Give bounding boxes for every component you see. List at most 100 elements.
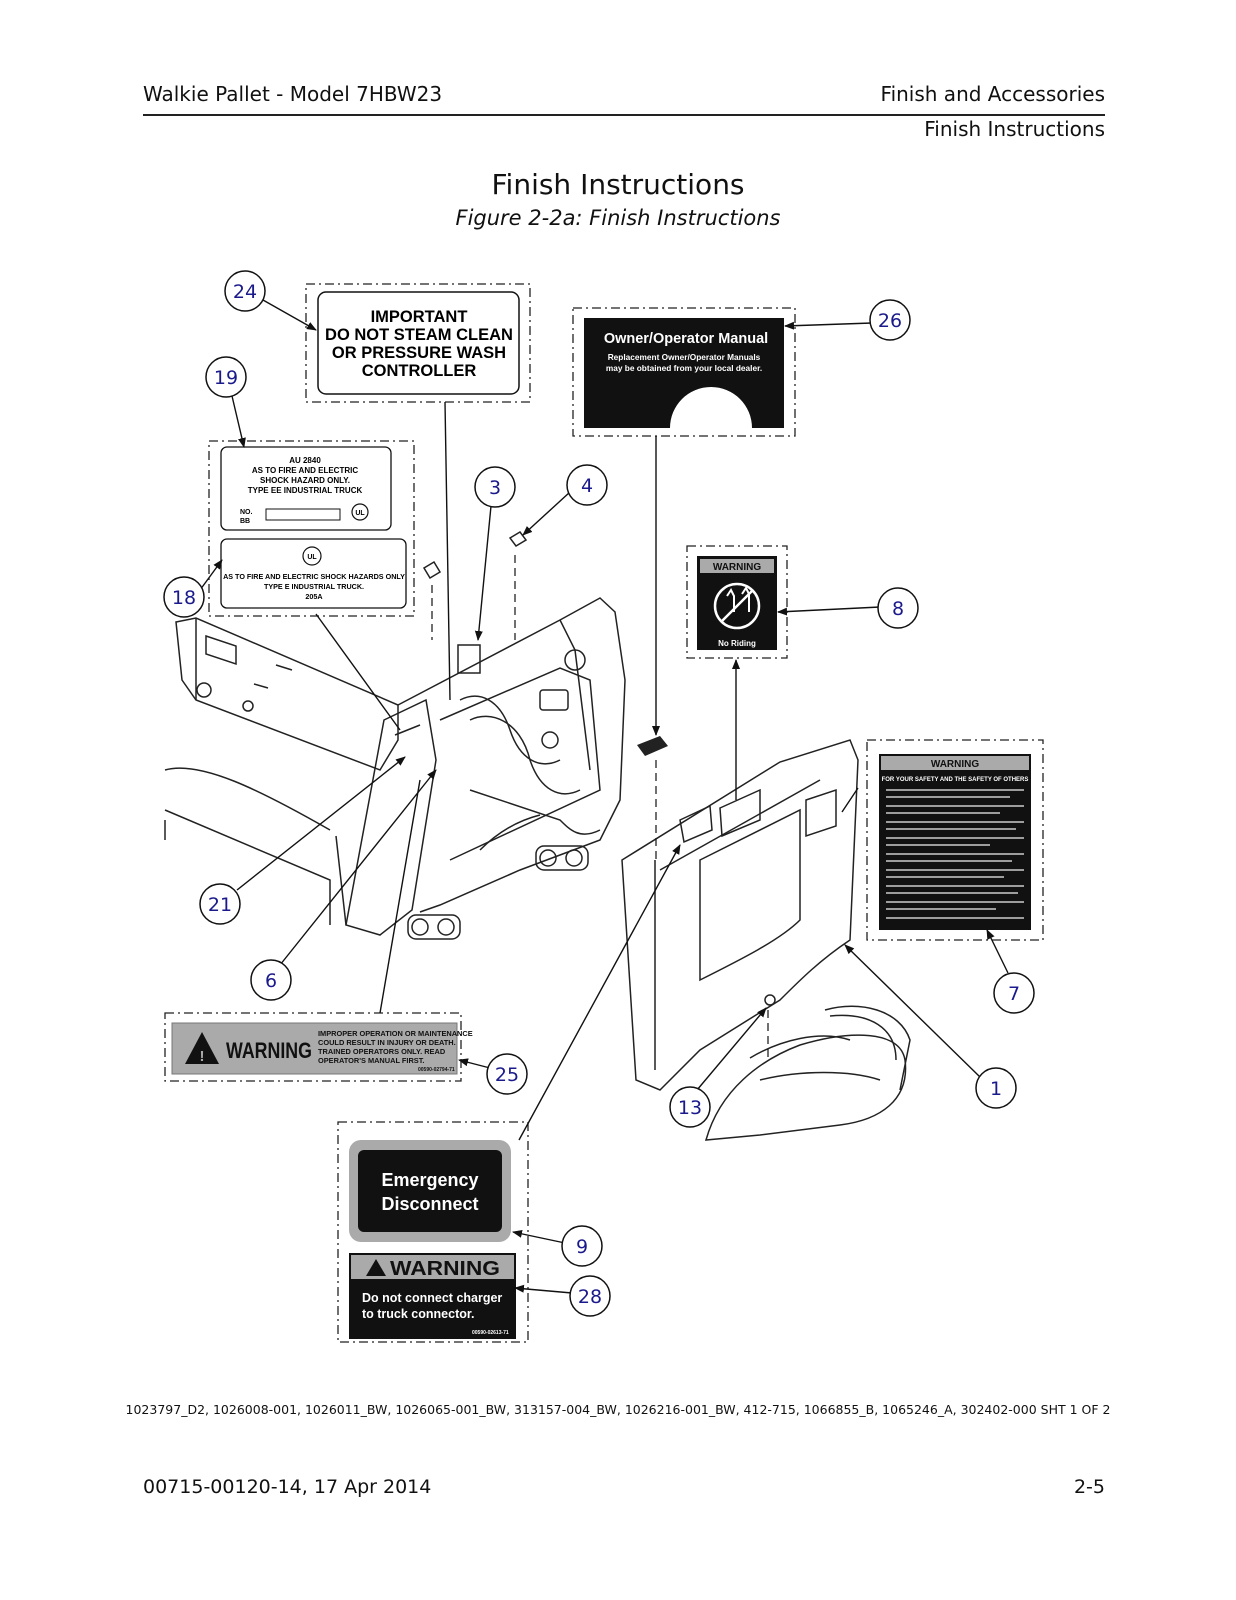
cover-drawing: [621, 739, 911, 1141]
callout-7: 7: [1008, 983, 1020, 1005]
leader-19-placement: [315, 613, 401, 731]
callout-24: 24: [233, 281, 257, 303]
charger-code: 00590-02613-71: [472, 1330, 509, 1336]
reference-numbers: 1023797_D2, 1026008-001, 1026011_BW, 102…: [125, 1402, 1111, 1417]
subsection-title: Finish Instructions: [924, 117, 1105, 141]
ul2-line-1: AS TO FIRE AND ELECTRIC SHOCK HAZARDS ON…: [223, 572, 405, 581]
leader-4: [522, 491, 571, 536]
warn25-line-1: IMPROPER OPERATION OR MAINTENANCE: [318, 1029, 473, 1038]
leader-19: [231, 395, 246, 448]
ul1-bb: BB: [240, 518, 250, 525]
callout-13: 13: [678, 1097, 702, 1119]
ul2-line-3: 205A: [305, 592, 322, 601]
no-riding-icon: [713, 582, 761, 630]
decal-8-frame: [686, 545, 788, 659]
warn7-head: FOR YOUR SAFETY AND THE SAFETY OF OTHERS: [882, 777, 1029, 783]
warn25-line-3: TRAINED OPERATORS ONLY. READ: [318, 1047, 446, 1056]
charger-line-2: to truck connector.: [362, 1307, 475, 1321]
warn25-line-4: OPERATOR'S MANUAL FIRST.: [318, 1056, 424, 1065]
decal-emergency-disconnect: Emergency Disconnect: [349, 1140, 511, 1242]
leader-24: [262, 299, 317, 331]
callout-9: 9: [576, 1236, 588, 1258]
decal-7-frame: [866, 739, 1044, 941]
emergency-line-1: Emergency: [381, 1170, 478, 1190]
ul2-line-2: TYPE E INDUSTRIAL TRUCK.: [264, 582, 364, 591]
manual-text-1: Replacement Owner/Operator Manuals: [608, 352, 761, 362]
callout-28: 28: [578, 1286, 602, 1308]
charger-line-1: Do not connect charger: [362, 1291, 502, 1305]
callout-6: 6: [265, 970, 277, 992]
important-line-3: OR PRESSURE WASH: [332, 344, 506, 362]
decal-26-frame: [572, 307, 796, 437]
callout-25: 25: [495, 1064, 519, 1086]
leader-26: [784, 321, 873, 330]
leader-25: [458, 1058, 491, 1069]
leader-7-placement: [841, 787, 859, 813]
svg-text:UL: UL: [307, 554, 317, 561]
header-rule: [143, 114, 1105, 116]
decal-25-frame: [164, 1012, 462, 1082]
leader-13: [696, 1007, 767, 1091]
leader-25-placement: [379, 779, 421, 1014]
warn25-title: WARNING: [226, 1038, 312, 1063]
important-line-2: DO NOT STEAM CLEAN: [325, 326, 513, 344]
leader-24-placement: [444, 401, 451, 701]
page-number: 2-5: [1073, 1476, 1105, 1498]
decal-charger-warning: WARNING Do not connect charger to truck …: [349, 1253, 516, 1339]
callout-circles: [163, 270, 1035, 1317]
decal-ul-plate-2: UL AS TO FIRE AND ELECTRIC SHOCK HAZARDS…: [220, 538, 407, 609]
svg-text:UL: UL: [355, 510, 365, 517]
decal-ul-plate: AU 2840 AS TO FIRE AND ELECTRIC SHOCK HA…: [220, 446, 392, 531]
no-riding-text: No Riding: [718, 639, 756, 648]
warn25-line-2: COULD RESULT IN INJURY OR DEATH.: [318, 1038, 456, 1047]
leader-21: [236, 756, 406, 891]
leader-1: [844, 944, 981, 1078]
svg-text:!: !: [200, 1048, 205, 1065]
emergency-line-2: Disconnect: [381, 1194, 478, 1214]
decal-warning-list: WARNING FOR YOUR SAFETY AND THE SAFETY O…: [879, 754, 1031, 930]
leader-9-placement: [518, 844, 681, 1141]
manual-text-2: may be obtained from your local dealer.: [606, 363, 762, 373]
ul1-line-4: TYPE EE INDUSTRIAL TRUCK: [248, 486, 363, 495]
figure-caption: Figure 2-2a: Finish Instructions: [455, 206, 781, 230]
callout-1: 1: [990, 1078, 1002, 1100]
ul1-no: NO.: [240, 509, 253, 516]
callout-4: 4: [581, 475, 593, 497]
leader-28: [514, 1284, 573, 1294]
doc-number: 00715-00120-14, 17 Apr 2014: [143, 1476, 432, 1498]
warn25-code: 00590-02794-71: [418, 1067, 455, 1073]
ul1-line-1: AU 2840: [289, 456, 321, 465]
manual-title: Owner/Operator Manual: [604, 331, 768, 347]
callout-8: 8: [892, 598, 904, 620]
decal-19-18-frame: [208, 440, 415, 617]
decal-warning-operation: ! WARNING IMPROPER OPERATION OR MAINTENA…: [171, 1022, 473, 1075]
callout-18: 18: [172, 587, 196, 609]
page-title: Finish Instructions: [491, 168, 745, 201]
charger-warning-title: WARNING: [390, 1258, 500, 1280]
callout-3: 3: [489, 477, 501, 499]
truck-body-drawing: [164, 531, 626, 940]
important-line-4: CONTROLLER: [362, 362, 477, 380]
decal-important: IMPORTANT DO NOT STEAM CLEAN OR PRESSURE…: [317, 291, 520, 395]
leader-6: [279, 769, 437, 966]
leader-18: [199, 559, 223, 591]
document-title: Walkie Pallet - Model 7HBW23: [143, 82, 443, 106]
leader-9: [512, 1229, 566, 1244]
section-title: Finish and Accessories: [880, 82, 1105, 106]
ul-logo-icon: [351, 503, 369, 521]
decal-owner-manual: Owner/Operator Manual Replacement Owner/…: [584, 318, 784, 428]
decal-9-28-frame: [337, 1121, 529, 1343]
callout-19: 19: [214, 367, 238, 389]
ul-logo-icon: [302, 546, 322, 566]
important-line-1: IMPORTANT: [371, 308, 468, 326]
leader-8: [777, 606, 881, 616]
callout-26: 26: [878, 310, 902, 332]
ul1-line-3: SHOCK HAZARD ONLY.: [260, 476, 350, 485]
warn7-title: WARNING: [931, 759, 980, 770]
placement-decal-26: [637, 736, 668, 756]
leader-3: [474, 505, 492, 641]
ul1-line-2: AS TO FIRE AND ELECTRIC: [252, 466, 358, 475]
no-riding-warning: WARNING: [713, 562, 762, 573]
callout-21: 21: [208, 894, 232, 916]
